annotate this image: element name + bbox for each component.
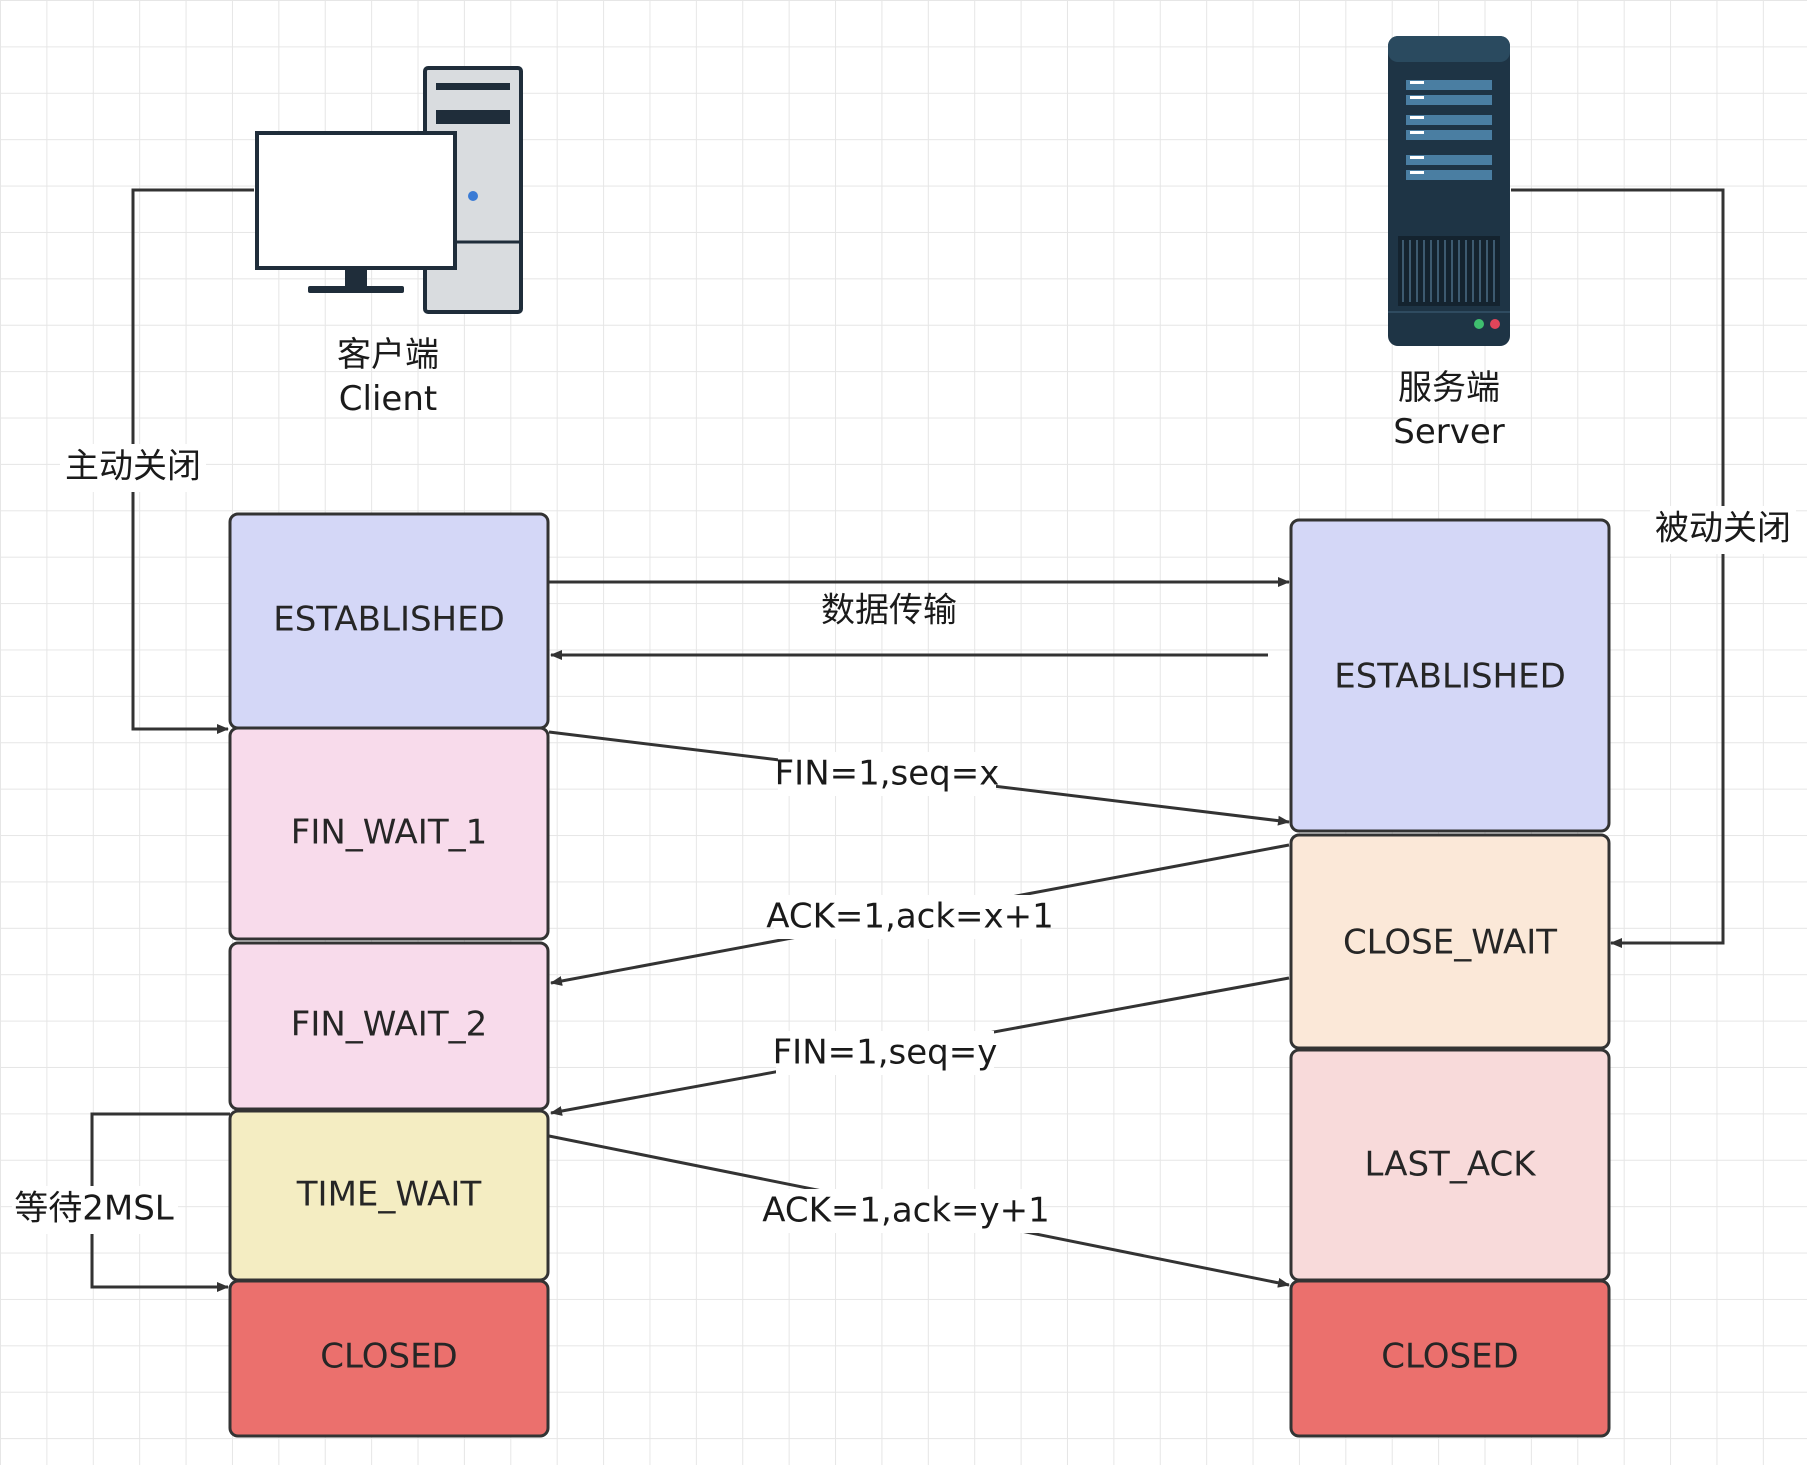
client-state-closed-label: CLOSED: [320, 1337, 457, 1377]
client-state-fin-wait-1-box: [228, 726, 550, 941]
fin2-label: FIN=1,seq=y: [773, 1033, 998, 1073]
server-state-closed-label: CLOSED: [1381, 1337, 1518, 1377]
passive-close-label: 被动关闭: [1655, 509, 1791, 549]
desktop-computer-icon: [255, 66, 523, 314]
server-state-closed-box: [1289, 1279, 1611, 1438]
client-state-closed-box: [228, 1279, 550, 1438]
server-state-last-ack-label: LAST_ACK: [1364, 1145, 1537, 1185]
ack2-label: ACK=1,ack=y+1: [762, 1191, 1050, 1231]
server-passive-close-connector: [1511, 188, 1725, 948]
ack1-label: ACK=1,ack=x+1: [766, 897, 1054, 937]
server-state-established-label: ESTABLISHED: [1334, 657, 1566, 697]
fin1-label: FIN=1,seq=x: [775, 754, 1000, 794]
client-state-fin-wait-2-box: [228, 941, 550, 1111]
server-state-established-box: [1289, 518, 1611, 833]
client-caption-en: Client: [339, 379, 437, 419]
server-caption-cn: 服务端: [1398, 368, 1500, 408]
active-close-label: 主动关闭: [65, 447, 201, 487]
server-state-close-wait-box: [1289, 833, 1611, 1050]
client-state-time-wait-label: TIME_WAIT: [296, 1175, 482, 1215]
client-state-fin-wait-2-label: FIN_WAIT_2: [291, 1005, 487, 1045]
wait-2msl-label: 等待2MSL: [14, 1189, 174, 1229]
client-state-established-label: ESTABLISHED: [273, 600, 505, 640]
client-state-fin-wait-1-label: FIN_WAIT_1: [291, 813, 487, 853]
server-rack-icon: [1388, 36, 1510, 346]
client-caption-cn: 客户端: [337, 335, 439, 375]
server-caption-en: Server: [1393, 412, 1505, 452]
data-transfer-label: 数据传输: [821, 591, 957, 631]
server-state-close-wait-label: CLOSE_WAIT: [1343, 923, 1557, 963]
